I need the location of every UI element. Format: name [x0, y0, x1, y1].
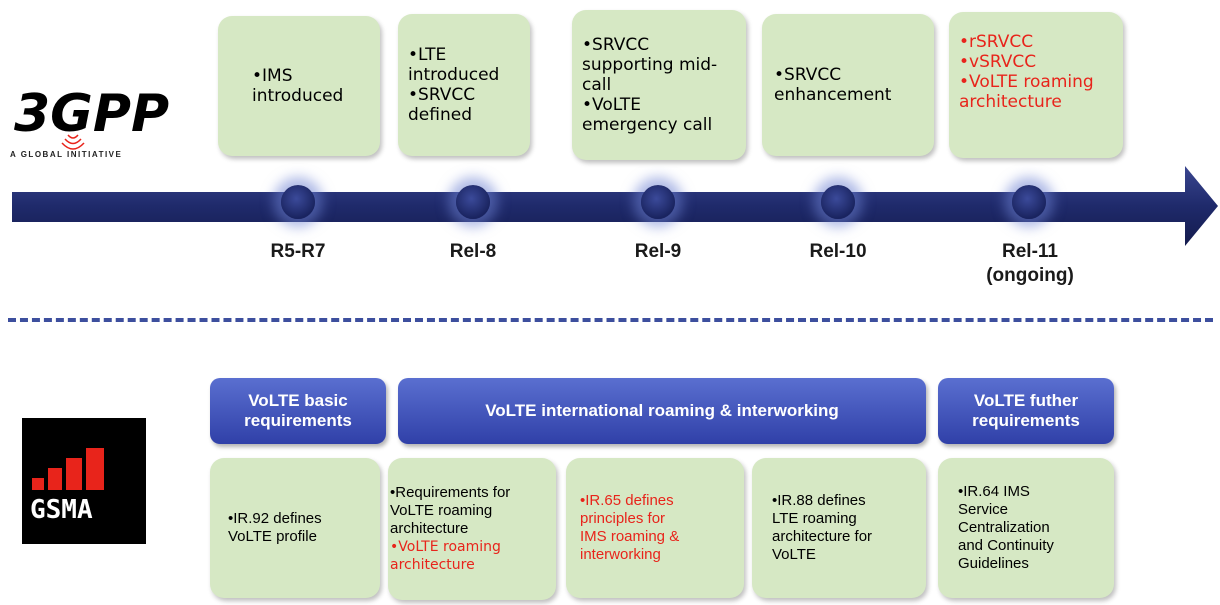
3gpp-logo-text: 3GPP	[14, 84, 169, 144]
box-line: call	[582, 75, 612, 95]
gsma-box-ir64: •IR.64 IMS Service Centralization and Co…	[938, 458, 1114, 598]
box-line: IMS roaming &	[580, 528, 680, 545]
box-line: LTE roaming	[772, 510, 857, 527]
header-volte-roaming: VoLTE international roaming & interworki…	[398, 378, 926, 444]
box-line: VoLTE roaming	[390, 502, 493, 519]
timeline-node-rel8	[456, 185, 490, 219]
3gpp-logo: 3GPP A GLOBAL INITIATIVE	[8, 75, 183, 170]
timeline-node-rel10	[821, 185, 855, 219]
box-line: VoLTE	[772, 546, 816, 563]
release-box-rel10: •SRVCC enhancement	[762, 14, 934, 156]
box-line: •SRVCC	[408, 85, 476, 105]
box-line: and Continuity	[958, 537, 1054, 554]
release-box-rel9: •SRVCC supporting mid- call •VoLTE emerg…	[572, 10, 746, 160]
box-line: principles for	[580, 510, 666, 527]
box-line: VoLTE profile	[228, 528, 317, 545]
release-box-rel11: •rSRVCC •vSRVCC •VoLTE roaming architect…	[949, 12, 1123, 158]
box-line: •IR.88 defines	[772, 492, 866, 509]
box-line: Centralization	[958, 519, 1050, 536]
release-label-r5r7: R5-R7	[270, 241, 326, 262]
timeline-arrow	[12, 166, 1218, 246]
release-label-rel9: Rel-9	[634, 241, 682, 262]
3gpp-tagline: A GLOBAL INITIATIVE	[10, 150, 123, 159]
box-line: Service	[958, 501, 1009, 518]
timeline-node-rel9	[641, 185, 675, 219]
header-volte-basic: VoLTE basic requirements	[210, 378, 386, 444]
box-line: introduced	[408, 65, 500, 85]
gsma-box-ir65: •IR.65 defines principles for IMS roamin…	[566, 458, 744, 598]
release-label-rel8: Rel-8	[449, 241, 497, 262]
box-line: introduced	[252, 86, 344, 106]
box-line: architecture	[959, 92, 1062, 112]
box-line: emergency call	[582, 115, 713, 135]
box-line: defined	[408, 105, 472, 125]
gsma-box-ir88: •IR.88 defines LTE roaming architecture …	[752, 458, 926, 598]
gsma-logo-mark: GSMA	[30, 448, 104, 525]
gsma-logo: GSMA	[22, 418, 146, 544]
box-line: architecture for	[772, 528, 873, 545]
release-box-r5r7: •IMS introduced	[218, 16, 380, 156]
box-line: •rSRVCC	[959, 32, 1034, 52]
box-line: •SRVCC	[582, 35, 650, 55]
release-label-rel11: Rel-11 (ongoing)	[970, 240, 1090, 288]
box-line: •SRVCC	[774, 65, 842, 85]
box-line: •Requirements for	[390, 484, 511, 501]
release-label-rel11-main: Rel-11	[1002, 241, 1058, 262]
box-line: •IMS	[252, 66, 293, 86]
box-line: supporting mid-	[582, 55, 718, 75]
timeline-node-rel11	[1012, 185, 1046, 219]
box-line: •VoLTE	[582, 95, 641, 115]
box-line: •LTE	[408, 45, 447, 65]
box-line: •VoLTE roaming	[390, 539, 501, 555]
box-line: •vSRVCC	[959, 52, 1037, 72]
release-label-rel11-sub: (ongoing)	[986, 265, 1074, 286]
box-line: architecture	[390, 557, 475, 573]
box-line: enhancement	[774, 85, 892, 105]
gsma-box-requirements: •Requirements for VoLTE roaming architec…	[388, 458, 556, 600]
box-line: architecture	[390, 520, 469, 537]
release-label-rel10: Rel-10	[809, 241, 867, 262]
release-box-rel8: •LTE introduced •SRVCC defined	[398, 14, 530, 156]
box-line: •VoLTE roaming	[959, 72, 1094, 92]
header-volte-further: VoLTE futher requirements	[938, 378, 1114, 444]
gsma-box-ir92: •IR.92 defines VoLTE profile	[210, 458, 380, 598]
timeline-node-r5r7	[281, 185, 315, 219]
box-line: •IR.92 defines	[228, 510, 322, 527]
section-divider	[8, 318, 1213, 322]
3gpp-logo-mark: 3GPP	[14, 84, 169, 150]
box-line: Guidelines	[958, 555, 1029, 572]
gsma-logo-text: GSMA	[30, 495, 93, 525]
box-line: •IR.65 defines	[580, 492, 674, 509]
box-line: •IR.64 IMS	[958, 483, 1030, 500]
box-line: interworking	[580, 546, 661, 563]
